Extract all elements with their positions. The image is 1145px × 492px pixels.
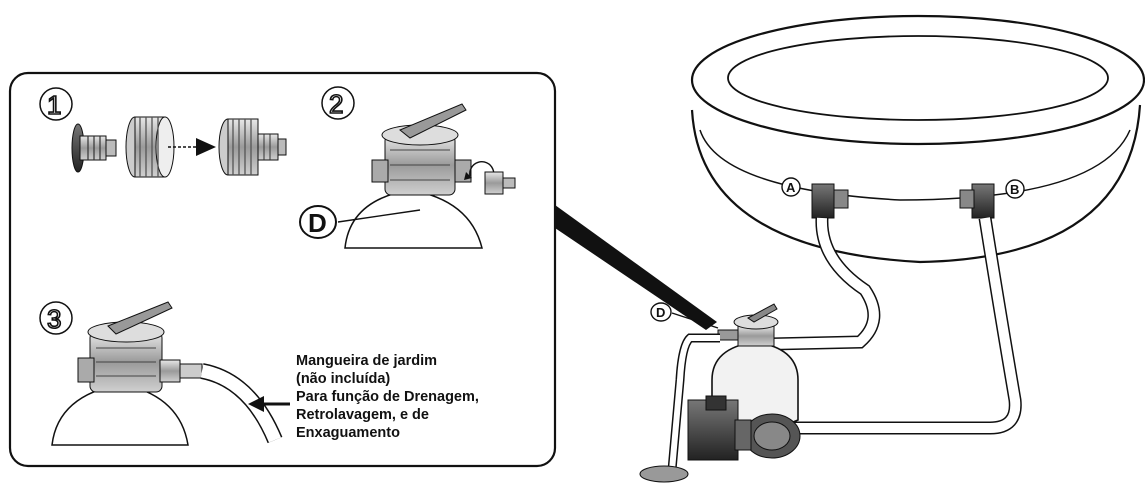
connector-b-badge: B (1005, 179, 1025, 199)
step-3-number: 3 (47, 304, 61, 334)
step-1-number: 1 (47, 90, 61, 120)
step-1: 1 (39, 87, 287, 178)
assembly-arrow (168, 138, 216, 156)
nut (125, 116, 175, 178)
connector-b-label: B (1010, 182, 1019, 197)
pump (687, 395, 801, 461)
pool-hoses (769, 216, 1022, 435)
connector-a: A (781, 177, 849, 219)
drain-hose (639, 333, 720, 483)
multiport-valve (344, 103, 483, 249)
step-2-number: 2 (329, 89, 343, 119)
pool (690, 14, 1145, 264)
valve-drain-marker: D (650, 302, 719, 329)
drain-fitting (484, 171, 516, 195)
callout-line-5: Enxaguamento (296, 425, 400, 441)
drain-port-callout: D (299, 205, 421, 239)
callout-line-2: (não incluída) (296, 371, 390, 387)
assembled-adapter (218, 118, 287, 176)
hose-adapter (71, 123, 117, 173)
step-3-number-badge: 3 (39, 301, 73, 335)
zoom-pointer (555, 205, 717, 330)
callout-line-4: Retrolavagem, e de (296, 407, 429, 423)
connector-a-label: A (786, 180, 796, 195)
connector-b: B (959, 179, 1025, 219)
multiport-valve-with-hose (51, 301, 203, 446)
step-2: 2 D (299, 86, 516, 249)
hose-callout-text: Mangueira de jardim (não incluída) Para … (296, 353, 479, 441)
garden-hose (200, 363, 283, 444)
step-2-number-badge: 2 (321, 86, 355, 120)
connector-a-badge: A (781, 177, 801, 197)
step-3: 3 Mangueira de jardim (não incluída) Par… (39, 301, 479, 446)
drain-port-marker: D (308, 208, 327, 238)
callout-line-3: Para função de Drenagem, (296, 389, 479, 405)
callout-arrow (248, 396, 290, 412)
step-1-number-badge: 1 (39, 87, 73, 121)
callout-line-1: Mangueira de jardim (296, 353, 437, 369)
valve-drain-label: D (656, 305, 665, 320)
